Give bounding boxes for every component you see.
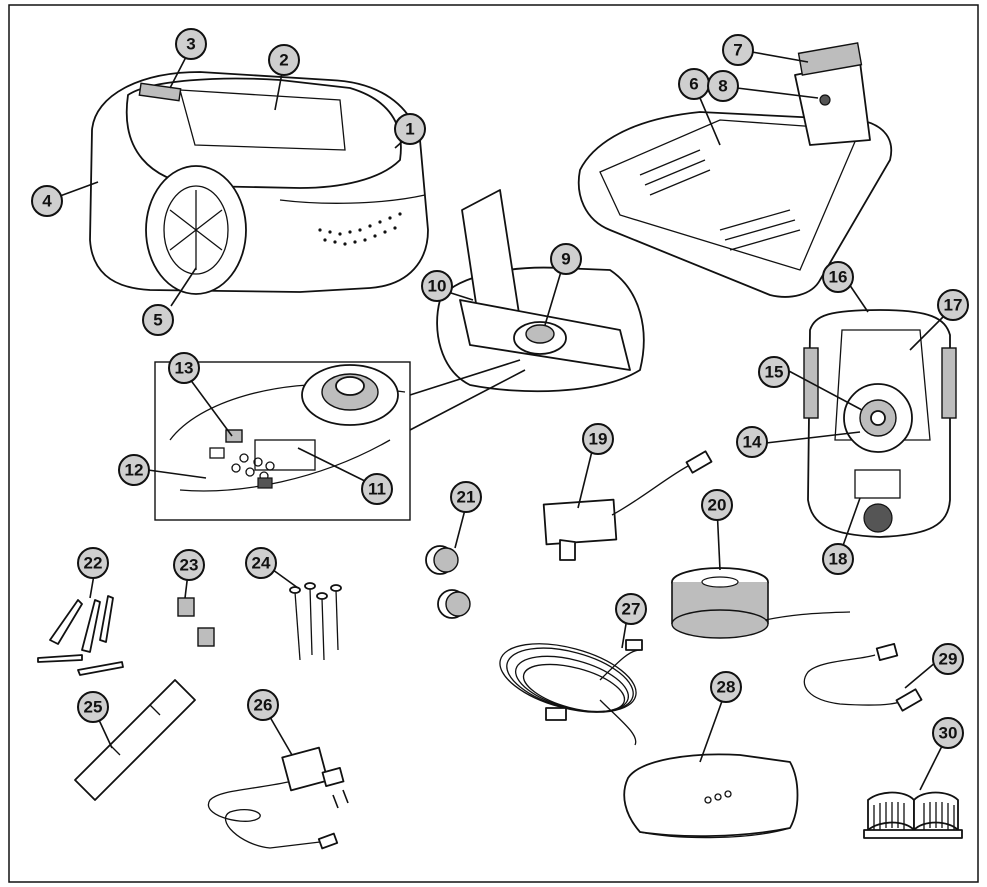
svg-text:22: 22: [84, 554, 103, 573]
wire-reel-icon: [671, 567, 851, 639]
callout-16: 16: [822, 261, 854, 293]
svg-text:1: 1: [405, 120, 414, 139]
callout-2: 2: [268, 44, 300, 76]
callout-12: 12: [118, 454, 150, 486]
svg-text:12: 12: [125, 461, 144, 480]
svg-text:9: 9: [561, 250, 570, 269]
power-supply-icon: [542, 450, 713, 561]
callout-25: 25: [77, 691, 109, 723]
callout-18: 18: [822, 543, 854, 575]
callout-13: 13: [168, 352, 200, 384]
screw-icon: [289, 582, 342, 661]
svg-text:3: 3: [186, 35, 195, 54]
svg-text:8: 8: [718, 77, 727, 96]
svg-text:21: 21: [457, 488, 476, 507]
coupler-icon: [177, 597, 215, 647]
svg-text:23: 23: [180, 556, 199, 575]
svg-text:11: 11: [368, 480, 386, 499]
callout-8: 8: [707, 70, 739, 102]
callout-17: 17: [937, 289, 969, 321]
mower-icon: [89, 71, 429, 295]
callout-30: 30: [932, 717, 964, 749]
callout-14: 14: [736, 426, 768, 458]
callout-3: 3: [175, 28, 207, 60]
callout-6: 6: [678, 68, 710, 100]
svg-text:17: 17: [944, 296, 963, 315]
svg-text:13: 13: [175, 359, 194, 378]
ethernet-cable-icon: [803, 642, 923, 712]
callout-21: 21: [450, 481, 482, 513]
svg-text:7: 7: [733, 41, 742, 60]
callout-19: 19: [582, 423, 614, 455]
callout-9: 9: [550, 243, 582, 275]
callout-28: 28: [710, 671, 742, 703]
ruler-icon: [74, 679, 196, 801]
svg-text:19: 19: [589, 430, 608, 449]
callout-26: 26: [247, 689, 279, 721]
callout-24: 24: [245, 547, 277, 579]
svg-text:30: 30: [939, 724, 958, 743]
cable-icon: [499, 639, 643, 746]
svg-text:27: 27: [622, 600, 641, 619]
callout-20: 20: [701, 489, 733, 521]
callout-11: 11: [361, 473, 393, 505]
callout-5: 5: [142, 304, 174, 336]
callout-7: 7: [722, 34, 754, 66]
svg-text:16: 16: [829, 268, 848, 287]
callout-10: 10: [421, 270, 453, 302]
callout-22: 22: [77, 547, 109, 579]
mower-underside-icon: [803, 309, 957, 538]
svg-text:2: 2: [279, 51, 288, 70]
connector-icon: [425, 545, 471, 619]
plug-icon: [207, 746, 349, 850]
svg-text:10: 10: [428, 277, 447, 296]
svg-text:15: 15: [765, 363, 784, 382]
callout-29: 29: [932, 643, 964, 675]
charging-station-icon: [577, 42, 893, 298]
callout-15: 15: [758, 356, 790, 388]
peg-icon: [37, 595, 124, 676]
callout-23: 23: [173, 549, 205, 581]
gateway-icon: [623, 753, 799, 839]
callout-1: 1: [394, 113, 426, 145]
svg-text:5: 5: [153, 311, 162, 330]
svg-text:6: 6: [689, 75, 698, 94]
svg-text:20: 20: [708, 496, 727, 515]
diagram-frame: [8, 4, 979, 883]
svg-text:28: 28: [717, 678, 736, 697]
svg-text:4: 4: [42, 192, 52, 211]
svg-text:14: 14: [743, 433, 762, 452]
callout-4: 4: [31, 185, 63, 217]
svg-text:29: 29: [939, 650, 958, 669]
svg-text:25: 25: [84, 698, 103, 717]
svg-text:26: 26: [254, 696, 273, 715]
book-icon: [863, 791, 963, 839]
mower-open-icon: [436, 189, 645, 393]
svg-text:24: 24: [252, 554, 271, 573]
callout-27: 27: [615, 593, 647, 625]
svg-text:18: 18: [829, 550, 848, 569]
